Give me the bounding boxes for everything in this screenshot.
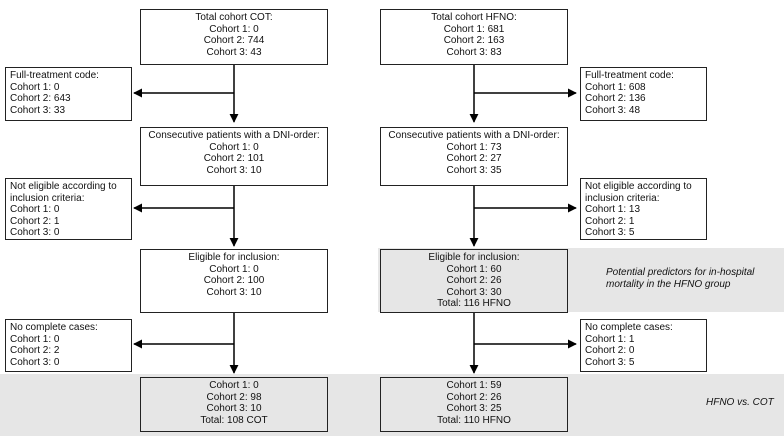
hfno-elig-line-5: Total: 116 HFNO [437, 298, 511, 309]
hfno-notelig-line-3: Cohort 1: 13 [585, 204, 641, 215]
cot-final-line-1: Cohort 1: 0 [209, 380, 259, 391]
hfno-nocomp-line-2: Cohort 1: 1 [585, 333, 635, 345]
hfno-nocomp-line-3: Cohort 2: 0 [585, 345, 635, 356]
cot-dni-box: Consecutive patients with a DNI-order: C… [140, 127, 328, 186]
hfno-notelig-line-1: Not eligible according to [585, 181, 692, 192]
cot-nocomp-line-4: Cohort 3: 0 [10, 356, 60, 368]
cot-total-line-3: Cohort 2: 744 [203, 35, 265, 46]
hfno-full-line-2: Cohort 1: 608 [585, 81, 646, 93]
cot-final-line-4: Total: 108 COT [200, 414, 268, 426]
cot-eligible-box: Eligible for inclusion: Cohort 1: 0 Coho… [140, 249, 328, 313]
hfno-full-treatment-box: Full-treatment code: Cohort 1: 608 Cohor… [580, 67, 707, 121]
cot-elig-line-3: Cohort 2: 100 [203, 275, 265, 286]
cot-notelig-line-3: Cohort 1: 0 [10, 204, 60, 215]
cot-nocomp-line-3: Cohort 2: 2 [10, 345, 60, 356]
cot-notelig-line-1: Not eligible according to [10, 181, 117, 192]
hfno-dni-line-4: Cohort 3: 35 [446, 164, 502, 176]
hfno-notelig-line-5: Cohort 3: 5 [585, 227, 635, 238]
hfno-no-complete-box: No complete cases: Cohort 1: 1 Cohort 2:… [580, 319, 707, 372]
hfno-elig-line-4: Cohort 3: 30 [446, 286, 502, 298]
cot-full-treatment-box: Full-treatment code: Cohort 1: 0 Cohort … [5, 67, 132, 121]
hfno-nocomp-line-1: No complete cases: [585, 322, 673, 333]
cot-elig-line-2: Cohort 1: 0 [209, 263, 259, 275]
cot-total-box: Total cohort COT: Cohort 1: 0 Cohort 2: … [140, 9, 328, 65]
hfno-dni-box: Consecutive patients with a DNI-order: C… [380, 127, 568, 186]
hfno-dni-line-3: Cohort 2: 27 [446, 153, 502, 164]
cot-notelig-line-5: Cohort 3: 0 [10, 227, 60, 238]
hfno-total-line-1: Total cohort HFNO: [431, 12, 517, 23]
cot-final-line-3: Cohort 3: 10 [206, 403, 262, 414]
predictors-note: Potential predictors for in-hospital mor… [606, 267, 754, 291]
cot-full-line-1: Full-treatment code: [10, 70, 99, 81]
comparison-note: HFNO vs. COT [706, 397, 774, 408]
hfno-not-eligible-box: Not eligible according to inclusion crit… [580, 178, 707, 240]
cot-total-line-1: Total cohort COT: [195, 12, 273, 23]
hfno-total-line-4: Cohort 3: 83 [446, 46, 502, 58]
cot-total-line-4: Cohort 3: 43 [206, 46, 262, 58]
hfno-final-line-3: Cohort 3: 25 [446, 403, 502, 414]
cot-notelig-line-4: Cohort 2: 1 [10, 215, 60, 227]
cot-total-line-2: Cohort 1: 0 [209, 23, 259, 35]
cot-dni-line-4: Cohort 3: 10 [206, 164, 262, 176]
hfno-final-box: Cohort 1: 59 Cohort 2: 26 Cohort 3: 25 T… [380, 377, 568, 432]
hfno-full-line-4: Cohort 3: 48 [585, 104, 641, 116]
hfno-total-line-2: Cohort 1: 681 [443, 23, 505, 35]
cot-dni-line-2: Cohort 1: 0 [209, 141, 259, 153]
cot-nocomp-line-1: No complete cases: [10, 322, 98, 333]
cot-full-line-4: Cohort 3: 33 [10, 104, 66, 116]
cot-full-line-3: Cohort 2: 643 [10, 93, 71, 104]
cot-dni-line-3: Cohort 2: 101 [203, 153, 265, 164]
cot-notelig-line-2: inclusion criteria: [10, 192, 85, 204]
predictors-note-line-1: Potential predictors for in-hospital [606, 267, 755, 278]
hfno-nocomp-line-4: Cohort 3: 5 [585, 356, 635, 368]
hfno-elig-line-2: Cohort 1: 60 [446, 263, 502, 275]
cot-elig-line-1: Eligible for inclusion: [188, 252, 280, 263]
predictors-note-line-2: mortality in the HFNO group [606, 279, 731, 290]
hfno-dni-line-2: Cohort 1: 73 [446, 141, 502, 153]
hfno-final-line-1: Cohort 1: 59 [446, 380, 502, 391]
cot-final-line-2: Cohort 2: 98 [206, 391, 262, 403]
cot-dni-line-1: Consecutive patients with a DNI-order: [148, 130, 320, 141]
hfno-final-line-4: Total: 110 HFNO [437, 414, 511, 426]
cot-nocomp-line-2: Cohort 1: 0 [10, 333, 60, 345]
cot-final-box: Cohort 1: 0 Cohort 2: 98 Cohort 3: 10 To… [140, 377, 328, 432]
hfno-notelig-line-4: Cohort 2: 1 [585, 215, 635, 227]
cot-no-complete-box: No complete cases: Cohort 1: 0 Cohort 2:… [5, 319, 132, 372]
hfno-elig-line-1: Eligible for inclusion: [428, 252, 520, 263]
hfno-elig-line-3: Cohort 2: 26 [446, 275, 502, 286]
hfno-full-line-3: Cohort 2: 136 [585, 93, 646, 104]
hfno-dni-line-1: Consecutive patients with a DNI-order: [388, 130, 560, 141]
hfno-full-line-1: Full-treatment code: [585, 70, 674, 81]
hfno-notelig-line-2: inclusion criteria: [585, 192, 660, 204]
hfno-total-line-3: Cohort 2: 163 [443, 35, 505, 46]
hfno-total-box: Total cohort HFNO: Cohort 1: 681 Cohort … [380, 9, 568, 65]
hfno-eligible-box: Eligible for inclusion: Cohort 1: 60 Coh… [380, 249, 568, 313]
cot-full-line-2: Cohort 1: 0 [10, 81, 60, 93]
hfno-final-line-2: Cohort 2: 26 [446, 391, 502, 403]
cot-not-eligible-box: Not eligible according to inclusion crit… [5, 178, 132, 240]
cot-elig-line-4: Cohort 3: 10 [206, 286, 262, 298]
